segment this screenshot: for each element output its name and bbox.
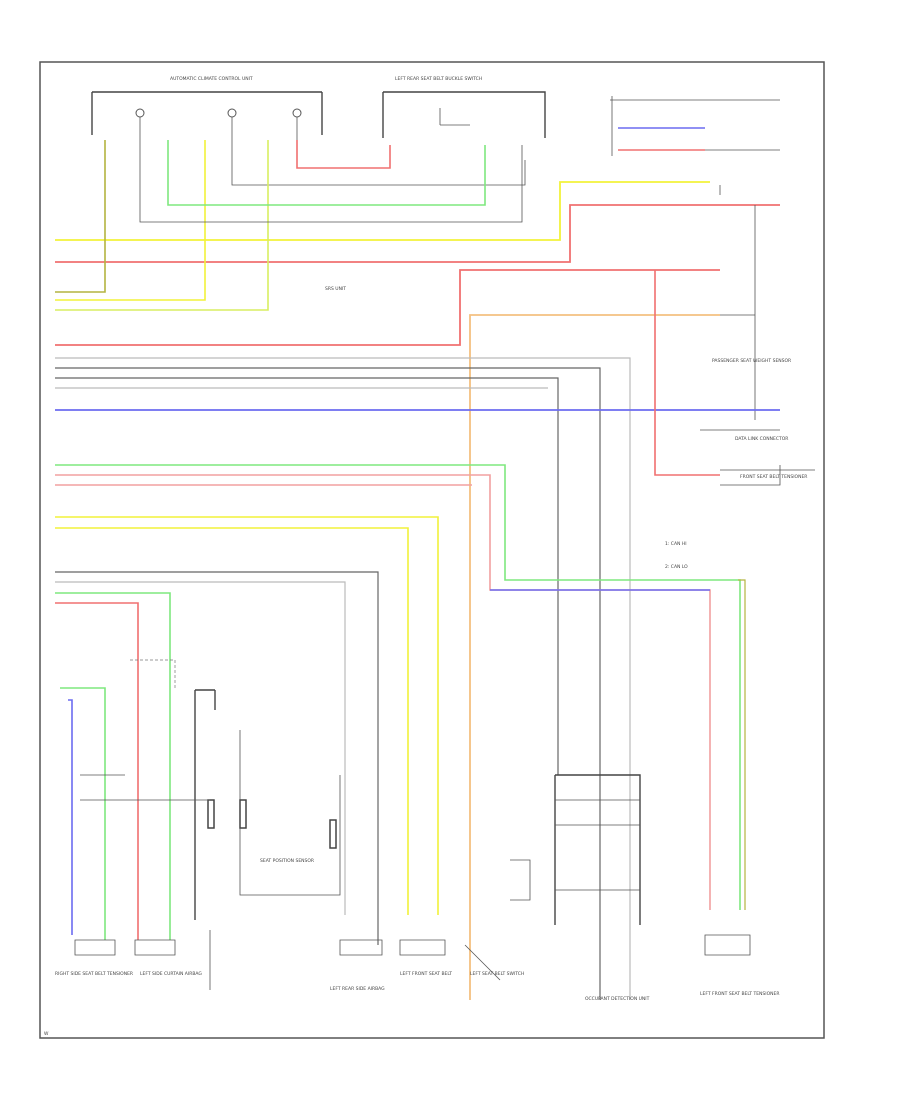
- wire-green-left: [55, 592, 171, 940]
- top-center-module: LEFT REAR SEAT BELT BUCKLE SWITCH: [382, 76, 546, 138]
- right-label-2: FRONT SEAT BELT TENSIONER: [740, 474, 807, 480]
- wire-yellow-pair-2: [55, 527, 409, 915]
- wire-red-top: [296, 140, 391, 169]
- top-left-module-label: AUTOMATIC CLIMATE CONTROL UNIT: [170, 76, 253, 82]
- wire-yellowgreen-drop: [55, 140, 269, 311]
- diagram-frame: [39, 61, 825, 1039]
- center-module-label: SRS UNIT: [325, 286, 346, 292]
- wire-green-top: [167, 140, 486, 206]
- wire-grey-2: [55, 367, 601, 1000]
- bottom-connectors: [74, 859, 751, 990]
- wire-grey-pair-1: [55, 571, 379, 945]
- footer-code: W: [44, 1031, 49, 1037]
- wire-grey-3: [55, 377, 559, 775]
- wire-orange: [469, 314, 720, 1000]
- wire-red-main: [55, 204, 780, 263]
- top-right-connector: [610, 96, 780, 195]
- bottom-label-2: LEFT SIDE CURTAIN AIRBAG: [140, 971, 202, 977]
- left-side-airbag-block: [80, 659, 210, 801]
- wire-olive-drop: [55, 140, 106, 293]
- wire-yellow-pair-1: [55, 516, 439, 915]
- bottom-label-8: LEFT FRONT SEAT BELT TENSIONER: [700, 991, 779, 997]
- seat-position-sensor: SEAT POSITION SENSOR: [194, 689, 341, 920]
- bottom-label-6: LEFT SEAT BELT SWITCH: [470, 971, 524, 977]
- right-label-1: DATA LINK CONNECTOR: [735, 436, 788, 442]
- wire-yellow-drop: [55, 140, 206, 301]
- seat-position-label: SEAT POSITION SENSOR: [260, 858, 314, 864]
- occupant-detection-unit: OCCUPANT DETECTION UNIT: [554, 774, 650, 1002]
- occupant-unit-label: OCCUPANT DETECTION UNIT: [585, 996, 650, 1002]
- wire-green-bl: [60, 687, 106, 940]
- bottom-label-1: RIGHT SIDE SEAT BELT TENSIONER: [55, 971, 133, 977]
- wire-red-right: [654, 270, 720, 476]
- top-center-module-label: LEFT REAR SEAT BELT BUCKLE SWITCH: [395, 76, 482, 82]
- wire-yellow-top: [55, 181, 710, 241]
- legend-1: 1: CAN HI: [665, 541, 687, 547]
- top-left-module: AUTOMATIC CLIMATE CONTROL UNIT: [91, 76, 526, 186]
- wire-red-2: [55, 269, 720, 346]
- wire-blue-bl: [68, 699, 73, 935]
- wire-grey-pair-2: [55, 581, 346, 915]
- bottom-label-4: LEFT REAR SIDE AIRBAG: [330, 986, 385, 992]
- bottom-label-5: LEFT FRONT SEAT BELT: [400, 971, 452, 977]
- right-module-label: PASSENGER SEAT WEIGHT SENSOR: [712, 358, 791, 364]
- wire-green-mid: [55, 464, 741, 910]
- wire-olive-mid: [738, 579, 746, 910]
- wire-grey-1: [55, 357, 631, 1000]
- wire-red-mid: [55, 474, 711, 910]
- legend-2: 2: CAN LO: [665, 564, 688, 570]
- wire-red-left: [55, 602, 139, 940]
